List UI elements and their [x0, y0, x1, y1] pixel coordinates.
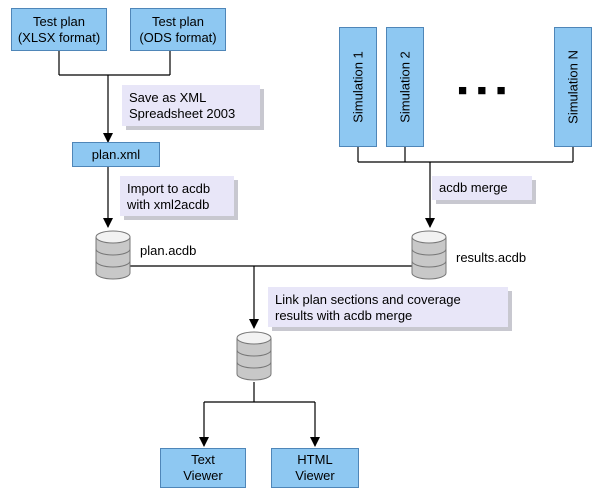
- simulation-2-label: Simulation 2: [397, 51, 413, 123]
- text-viewer-box: Text Viewer: [160, 448, 246, 488]
- plan-database-icon: [95, 230, 131, 280]
- test-plan-xlsx-box: Test plan (XLSX format): [11, 8, 107, 51]
- simulation-1-label: Simulation 1: [350, 51, 366, 123]
- test-plan-xlsx-line2: (XLSX format): [17, 29, 101, 45]
- ellipsis-dots: ■ ■ ■: [458, 82, 509, 99]
- text-viewer-line1: Text: [191, 452, 215, 467]
- simulation-1-box: Simulation 1: [339, 27, 377, 147]
- import-line2: with xml2acdb: [127, 197, 210, 212]
- acdb-merge-label: acdb merge: [439, 180, 508, 195]
- test-plan-xlsx-line1: Test plan: [32, 13, 86, 29]
- html-viewer-line2: Viewer: [295, 468, 335, 483]
- results-database-icon: [411, 230, 447, 280]
- save-as-xml-line1: Save as XML: [129, 90, 207, 105]
- save-as-xml-note: Save as XML Spreadsheet 2003: [122, 85, 260, 126]
- save-as-xml-line2: Spreadsheet 2003: [129, 106, 236, 121]
- link-plan-note: Link plan sections and coverage results …: [268, 287, 508, 327]
- text-viewer-line2: Viewer: [183, 468, 223, 483]
- results-acdb-label: results.acdb: [456, 250, 527, 265]
- test-plan-ods-box: Test plan (ODS format): [130, 8, 226, 51]
- test-plan-ods-line2: (ODS format): [139, 29, 217, 45]
- test-plan-ods-line1: Test plan: [151, 13, 205, 29]
- plan-acdb-label: plan.acdb: [140, 243, 197, 258]
- import-line1: Import to acdb: [127, 181, 211, 196]
- merged-database-icon: [236, 331, 272, 381]
- simulation-n-label: Simulation N: [565, 50, 581, 124]
- simulation-n-box: Simulation N: [554, 27, 592, 147]
- plan-xml-box: plan.xml: [72, 142, 160, 167]
- simulation-2-box: Simulation 2: [386, 27, 424, 147]
- html-viewer-line1: HTML: [297, 452, 333, 467]
- plan-xml-label: plan.xml: [91, 146, 141, 162]
- acdb-merge-note: acdb merge: [432, 176, 532, 200]
- html-viewer-box: HTML Viewer: [271, 448, 359, 488]
- import-note: Import to acdb with xml2acdb: [120, 176, 234, 216]
- link-plan-line2: results with acdb merge: [275, 308, 413, 323]
- link-plan-line1: Link plan sections and coverage: [275, 292, 461, 307]
